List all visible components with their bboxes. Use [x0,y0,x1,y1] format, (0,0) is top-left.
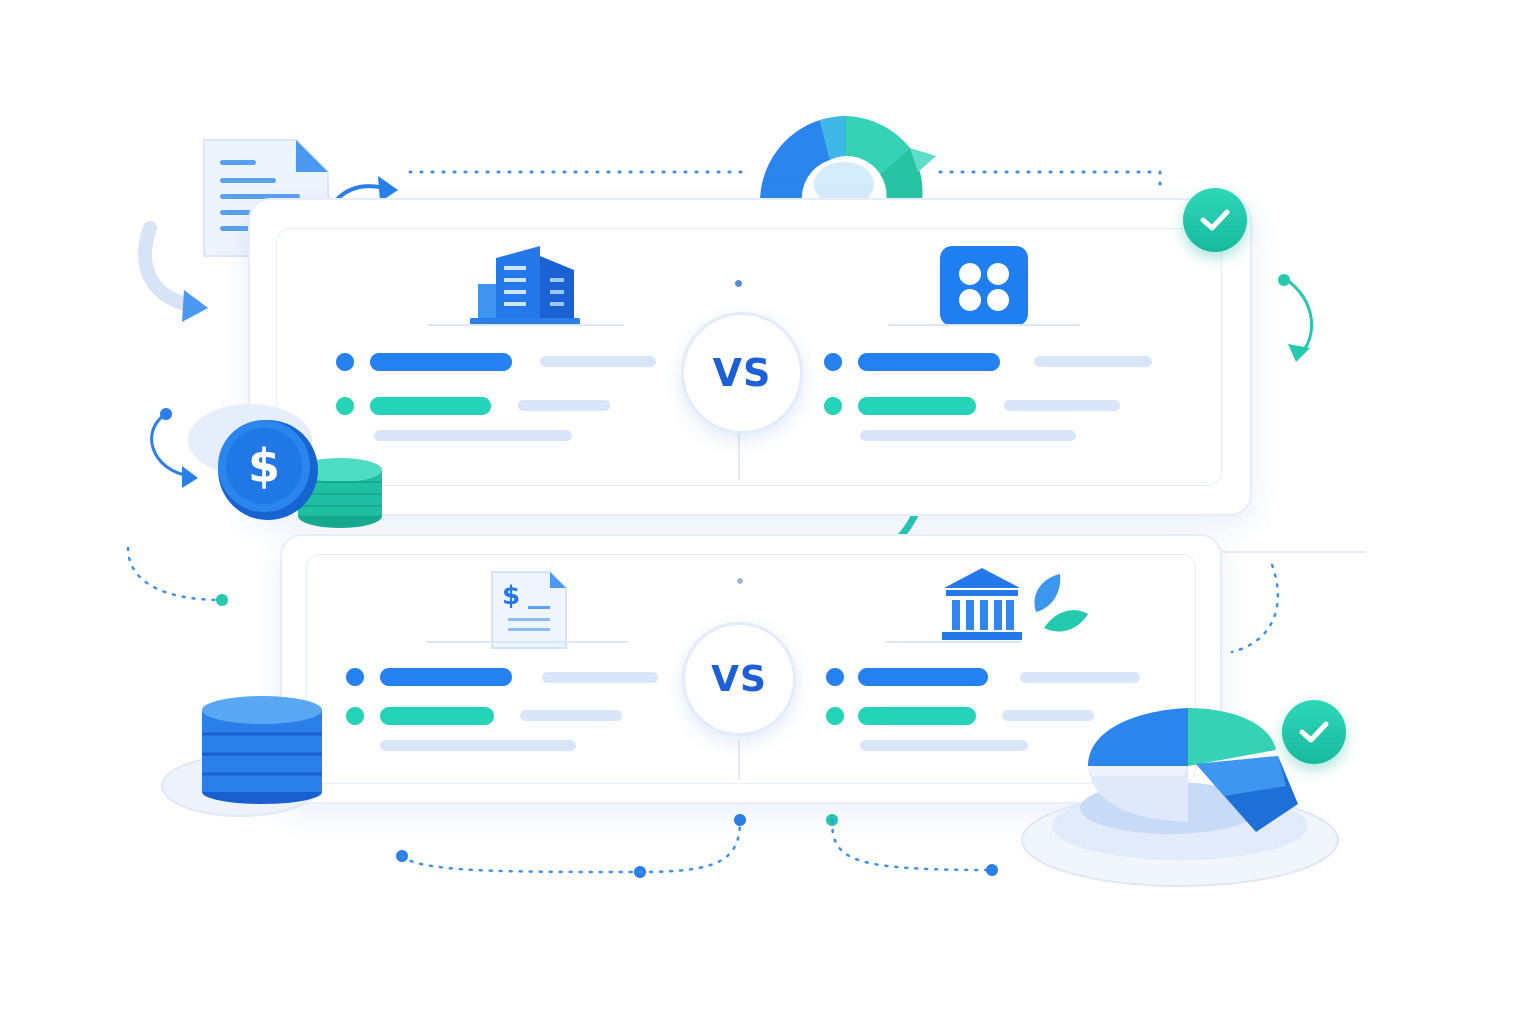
placeholder-bar [1034,356,1152,367]
bullet-dot [346,668,364,686]
center-dot [737,578,743,584]
placeholder-bar [1020,672,1140,683]
placeholder-bar [380,740,576,751]
center-divider [738,740,740,780]
header-rule [428,324,624,326]
placeholder-bar [540,356,656,367]
placeholder-bar [1004,400,1120,411]
bullet-dot [824,353,842,371]
placeholder-bar [1002,710,1094,721]
header-rule [426,641,628,643]
placeholder-bar [858,668,988,686]
bank-building-icon [942,568,1088,640]
invoice-dollar-icon: $ [491,571,567,649]
vs-badge-bottom: VS [682,622,796,736]
donut-chart-icon [760,115,936,206]
header-rule [888,324,1080,326]
placeholder-bar [858,707,976,725]
center-divider [738,430,740,480]
bullet-dot [824,397,842,415]
header-rule [886,641,1022,643]
placeholder-bar [380,668,512,686]
placeholder-bar [380,707,494,725]
office-building-icon [470,246,580,326]
placeholder-bar [520,710,622,721]
placeholder-bar [860,740,1028,751]
placeholder-bar [370,397,491,415]
placeholder-bar [858,397,976,415]
bullet-dot [826,668,844,686]
placeholder-bar [860,430,1076,441]
four-dots-app-icon [940,246,1028,326]
bullet-dot [336,397,354,415]
bullet-dot [346,707,364,725]
placeholder-bar [542,672,658,683]
coin-stack-icon [161,696,322,817]
placeholder-bar [374,430,572,441]
vs-badge-top: VS [681,312,803,434]
placeholder-bar [370,353,512,371]
check-badge-icon [1282,700,1346,764]
bullet-dot [336,353,354,371]
svg-text:$: $ [502,581,520,611]
dollar-coin-stack-icon: $ [188,404,382,528]
check-badge-icon [1183,188,1247,252]
placeholder-bar [858,353,1000,371]
pie-chart-icon [1021,708,1339,887]
center-dot [735,280,742,287]
svg-text:$: $ [248,439,280,493]
placeholder-bar [518,400,610,411]
bullet-dot [826,707,844,725]
